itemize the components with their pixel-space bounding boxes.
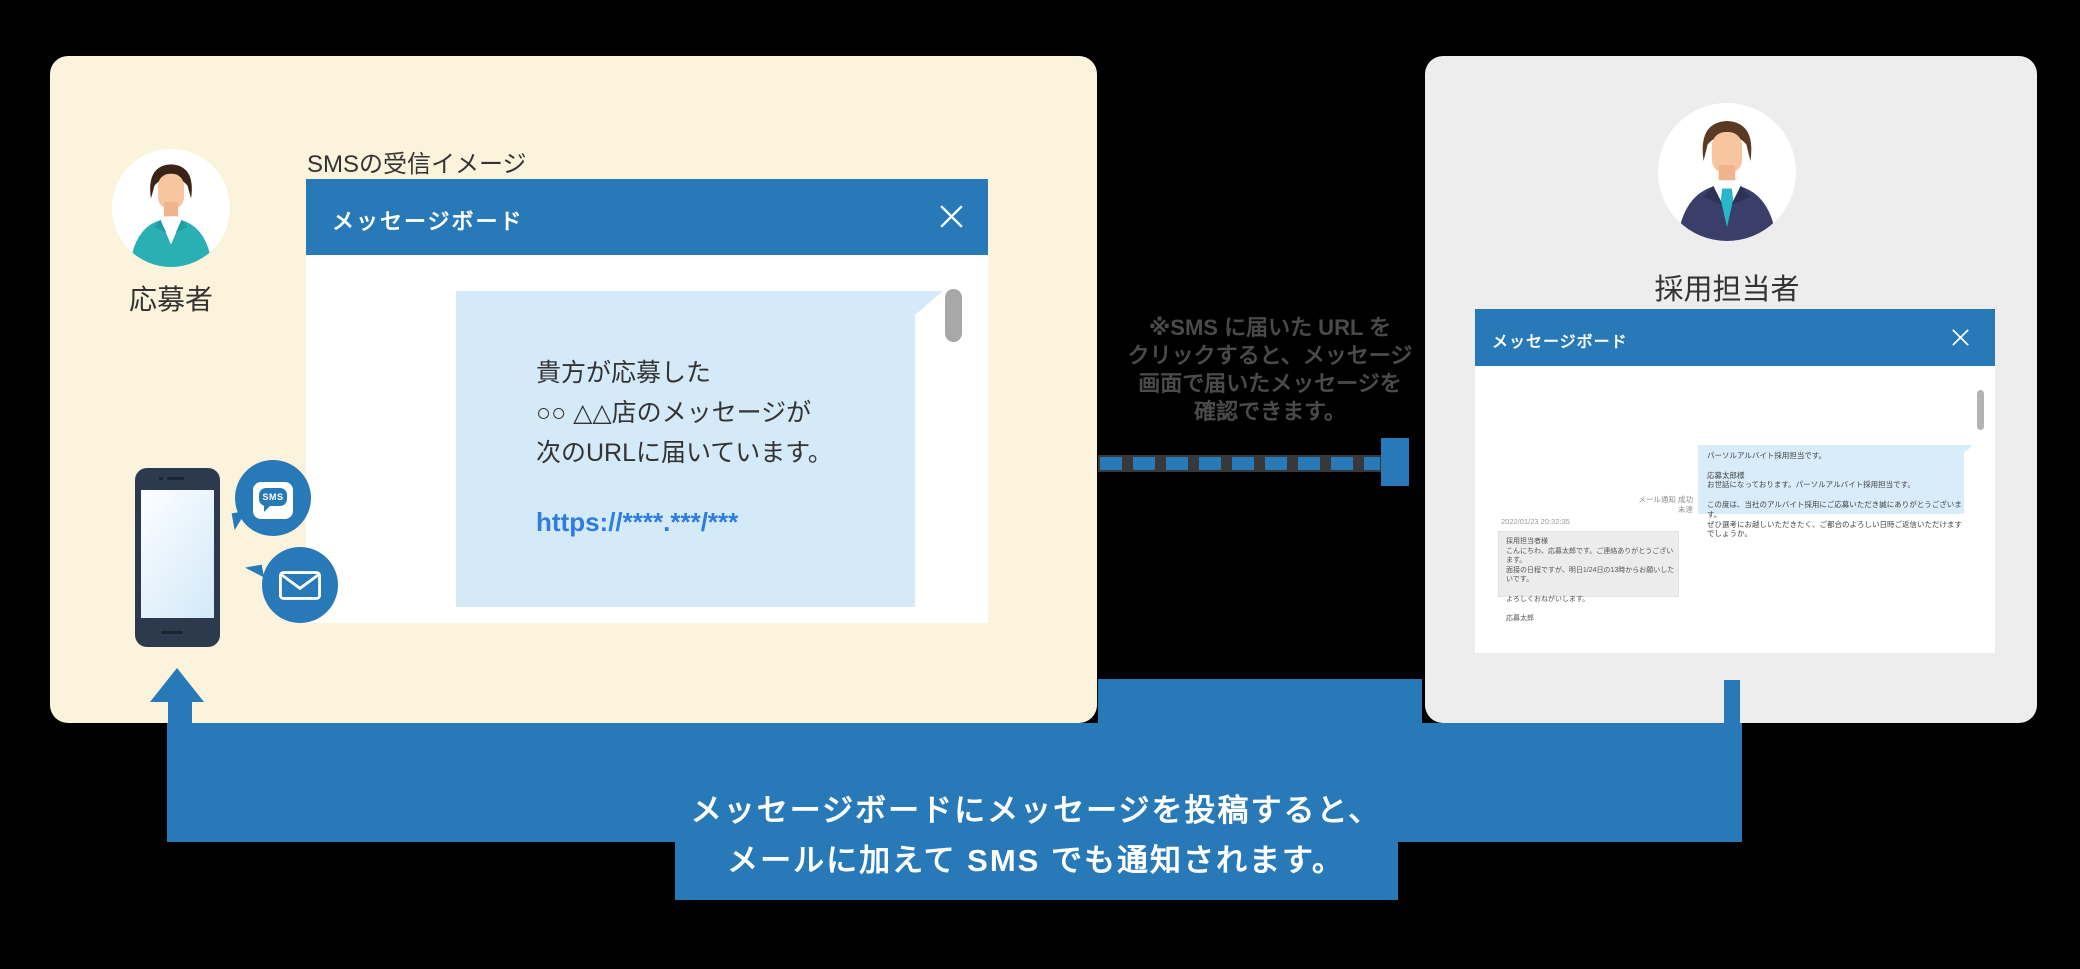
applicant-message-bubble: 採用担当者様 こんにちわ、応募太郎です。ご連絡ありがとうございます。 面接の日程…	[1498, 531, 1679, 622]
phone-speaker	[167, 477, 184, 480]
sms-message-text: 貴方が応募した ○○ △△店のメッセージが 次のURLに届いています。	[536, 359, 833, 467]
scrollbar-thumb[interactable]	[945, 289, 962, 342]
banner-text: メッセージボードにメッセージを投稿すると、 メールに加えて SMS でも通知され…	[690, 793, 1382, 878]
scrollbar-thumb[interactable]	[1977, 390, 1984, 430]
recruiter-message-board: メッセージボード パーソルアルバイト採用担当です。 応募太郎様 お世話になってお…	[1475, 309, 1995, 653]
mail-notification-badge	[262, 547, 338, 623]
smartphone-screen	[141, 490, 214, 618]
close-icon[interactable]	[936, 201, 967, 232]
phone-camera-dot	[159, 477, 163, 480]
person-icon	[112, 149, 230, 267]
envelope-icon	[279, 571, 321, 605]
board-title: メッセージボード	[1492, 334, 1628, 351]
person-icon	[1658, 103, 1796, 241]
applicant-avatar	[112, 149, 230, 267]
sms-caption: SMSの受信イメージ	[307, 151, 527, 178]
recruiter-label: 採用担当者	[1654, 274, 1800, 306]
applicant-message-text: 採用担当者様 こんにちわ、応募太郎です。ご連絡ありがとうございます。 面接の日程…	[1506, 538, 1675, 622]
sms-badge-tail	[231, 510, 250, 531]
message-board-modal: メッセージボード 貴方が応募した ○○ △△店のメッセージが 次のURLに届いて…	[306, 179, 988, 623]
up-arrow-stem	[168, 700, 192, 726]
notification-banner	[167, 723, 1742, 842]
recruiter-flow-connector	[1724, 680, 1740, 725]
close-icon[interactable]	[1949, 326, 1972, 349]
sms-url-link[interactable]: https://****.***/***	[536, 507, 739, 537]
notification-banner-lower	[675, 842, 1398, 900]
mail-notification-status: メール通知 成功 未達	[1638, 495, 1693, 514]
sms-icon-tail	[264, 505, 271, 512]
board-header	[1475, 309, 1995, 366]
recruiter-message-bubble: パーソルアルバイト採用担当です。 応募太郎様 お世話になっております。パーソルア…	[1698, 445, 1964, 538]
recruiter-message-text: パーソルアルバイト採用担当です。 応募太郎様 お世話になっております。パーソルア…	[1707, 451, 1962, 539]
sms-message-bubble: 貴方が応募した ○○ △△店のメッセージが 次のURLに届いています。 http…	[456, 291, 915, 607]
banner-bridge	[1098, 679, 1422, 725]
bubble-tail	[1964, 445, 1973, 453]
modal-header	[306, 179, 988, 255]
dashed-arrow-head	[1381, 438, 1409, 486]
applicant-label: 応募者	[128, 284, 213, 315]
sms-icon: SMS	[259, 488, 287, 506]
sms-url-note: ※SMS に届いた URL を クリックすると、メッセージ 画面で届いたメッセー…	[1127, 315, 1413, 424]
recruiter-avatar	[1658, 103, 1796, 241]
phone-home-bar	[161, 631, 183, 634]
up-arrow-icon	[150, 668, 204, 702]
modal-title: メッセージボード	[332, 209, 524, 234]
message-timestamp: 2022/01/23 20:32:35	[1501, 517, 1570, 526]
bubble-tail	[915, 291, 943, 315]
dashed-arrow	[1100, 457, 1380, 470]
